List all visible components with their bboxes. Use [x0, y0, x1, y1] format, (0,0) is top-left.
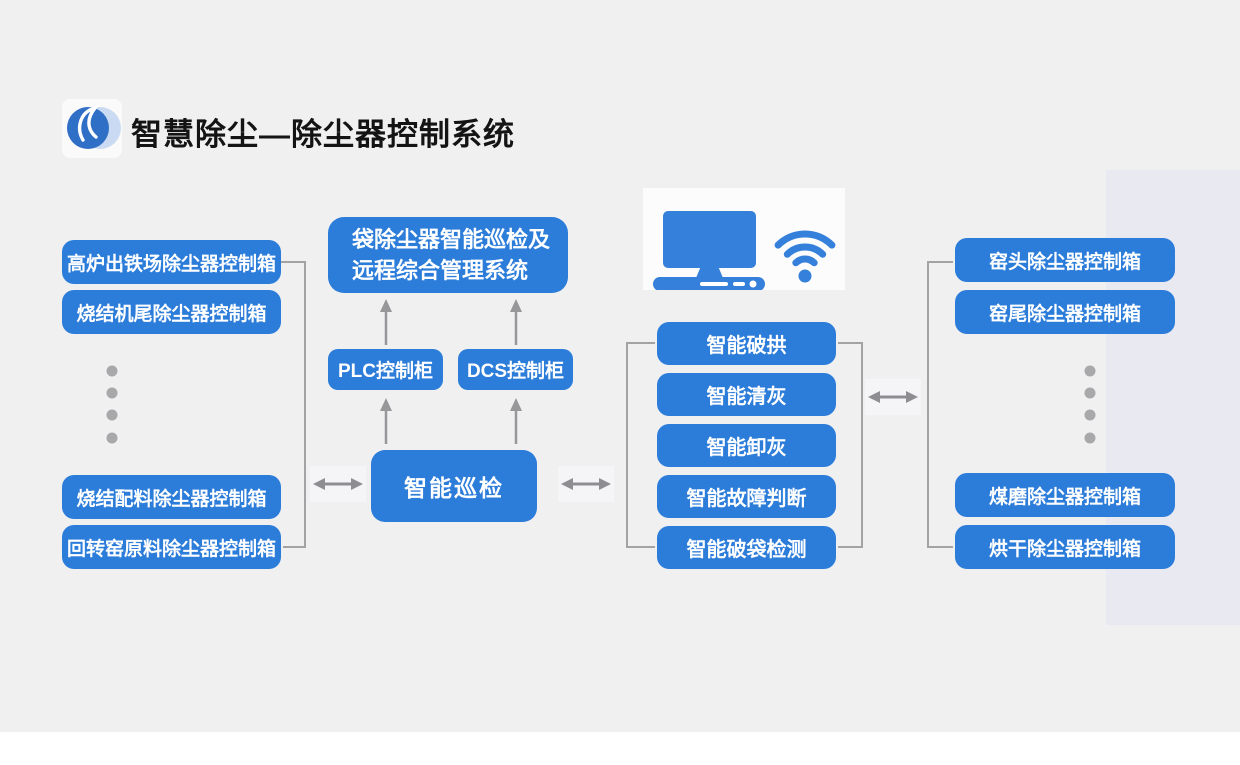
right-column-bracket	[927, 261, 953, 548]
management-system-line2: 远程综合管理系统	[352, 258, 529, 283]
node-dcs-cabinet: DCS控制柜	[458, 349, 573, 390]
swirl-logo-icon	[67, 104, 121, 149]
wifi-icon	[774, 230, 836, 283]
left-ellipsis-dots	[106, 365, 118, 444]
node-smart-arch-breaking: 智能破拱	[657, 322, 836, 365]
node-sinter-batching-control-box: 烧结配料除尘器控制箱	[62, 475, 281, 519]
dcs-to-system-arrow	[510, 299, 522, 345]
node-smart-fault-diagnosis: 智能故障判断	[657, 475, 836, 518]
function-right-bracket	[838, 342, 863, 548]
node-kiln-tail-control-box: 窑尾除尘器控制箱	[955, 290, 1175, 334]
logo-plate	[62, 99, 122, 158]
management-system-line1: 袋除尘器智能巡检及	[352, 227, 551, 252]
right-double-arrow	[865, 379, 921, 415]
right-ellipsis-dots	[1084, 365, 1096, 444]
node-drying-control-box: 烘干除尘器控制箱	[955, 525, 1175, 569]
computer-icon	[653, 211, 765, 291]
center-double-arrow	[558, 466, 614, 502]
node-smart-ash-unloading: 智能卸灰	[657, 424, 836, 467]
node-kiln-head-control-box: 窑头除尘器控制箱	[955, 238, 1175, 282]
plc-to-system-arrow	[380, 299, 392, 345]
left-double-arrow	[310, 466, 366, 502]
node-smart-ash-cleaning: 智能清灰	[657, 373, 836, 416]
node-plc-cabinet: PLC控制柜	[328, 349, 443, 390]
diagram-background	[0, 0, 1240, 732]
node-management-system: 袋除尘器智能巡检及 远程综合管理系统	[328, 217, 568, 293]
left-column-bracket	[281, 261, 306, 548]
node-rotary-kiln-raw-control-box: 回转窑原料除尘器控制箱	[62, 525, 281, 569]
function-left-bracket	[626, 342, 655, 548]
node-smart-bag-break-detection: 智能破袋检测	[657, 526, 836, 569]
device-panel	[643, 188, 845, 291]
node-coal-mill-control-box: 煤磨除尘器控制箱	[955, 473, 1175, 517]
inspection-to-plc-arrow	[380, 398, 392, 444]
inspection-to-dcs-arrow	[510, 398, 522, 444]
node-smart-inspection: 智能巡检	[371, 450, 537, 522]
node-blast-furnace-control-box: 高炉出铁场除尘器控制箱	[62, 240, 281, 284]
node-sinter-tail-control-box: 烧结机尾除尘器控制箱	[62, 290, 281, 334]
page-title: 智慧除尘—除尘器控制系统	[131, 117, 515, 152]
